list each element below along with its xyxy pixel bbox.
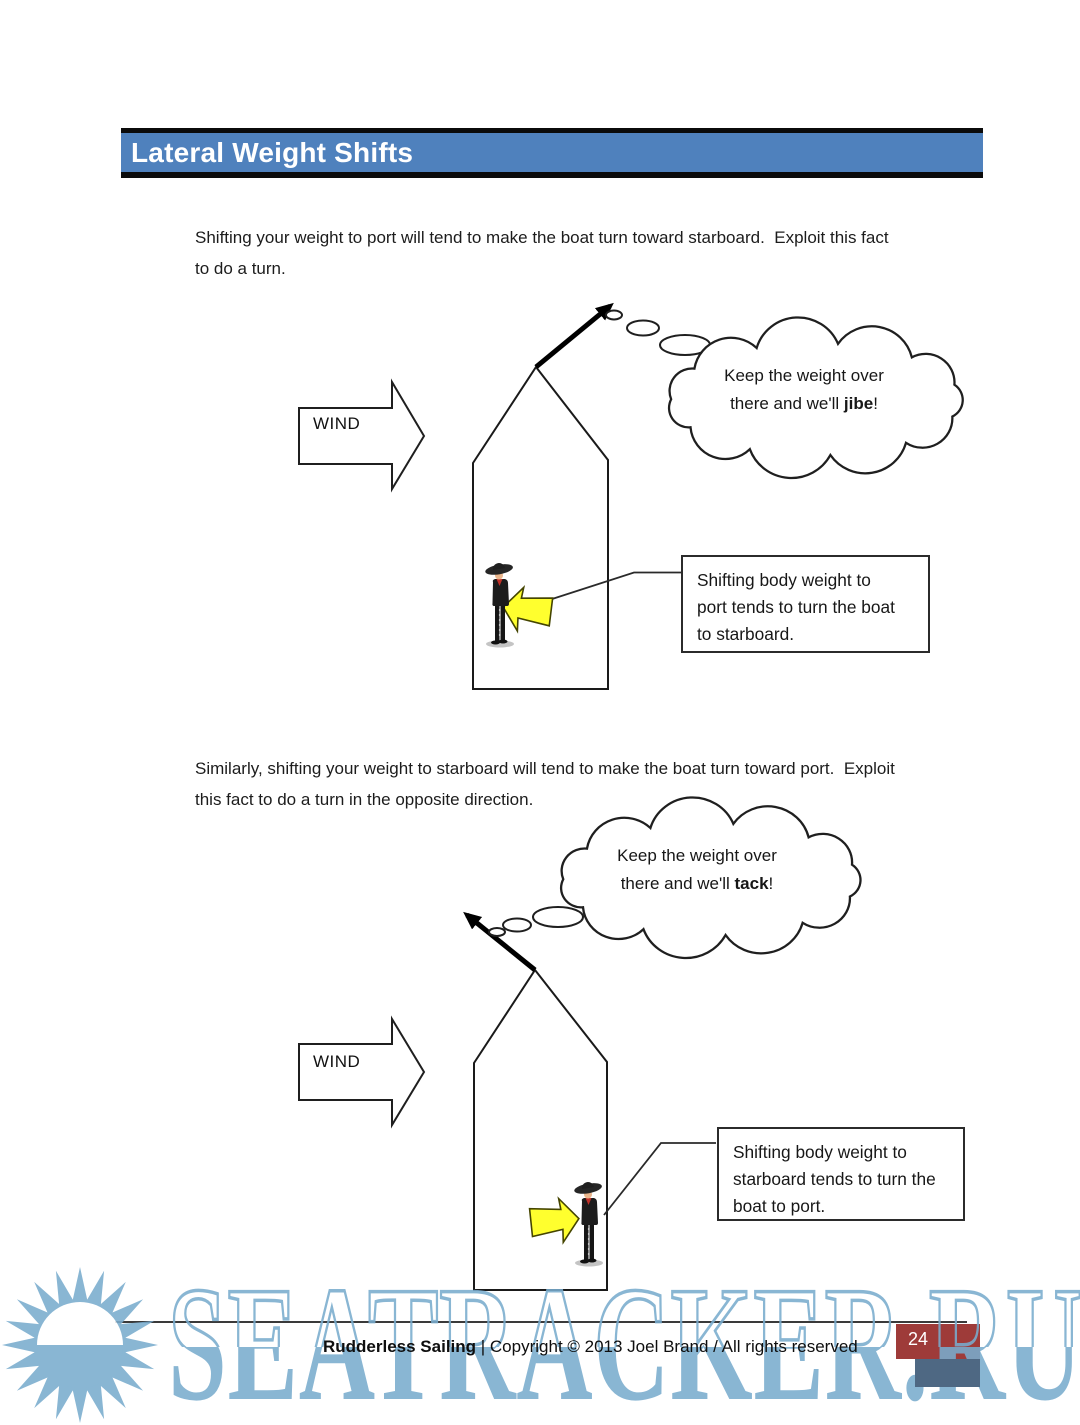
weight-shift-arrow-left [502, 585, 554, 634]
callout-2-line-1: Shifting body weight to [733, 1142, 907, 1162]
boat-hull-2 [473, 968, 608, 1291]
weight-shift-arrow-right [528, 1196, 580, 1245]
thought-text-1-line-2: there and we'll jibe! [730, 393, 878, 413]
callout-connector-2 [603, 1142, 716, 1216]
boat-hull-1 [472, 365, 609, 690]
mast-arrow-2 [463, 911, 537, 972]
callout-box-1: Shifting body weight to port tends to tu… [681, 555, 930, 653]
callout-1-line-2: port tends to turn the boat [697, 597, 895, 617]
callout-2-line-2: starboard tends to turn the [733, 1169, 936, 1189]
footer-copyright: | Copyright © 2013 Joel Brand / All righ… [476, 1337, 858, 1356]
paragraph-1-line-2: to do a turn. [195, 259, 286, 278]
wind-label-2: WIND [313, 1052, 361, 1071]
footer-accent-box [915, 1359, 980, 1387]
paragraph-2-line-1: Similarly, shifting your weight to starb… [195, 759, 895, 778]
thought-text-1-line-1: Keep the weight over [724, 366, 884, 385]
thought-text-1: Keep the weight over there and we'll jib… [679, 362, 929, 417]
footer-text: Rudderless Sailing | Copyright © 2013 Jo… [323, 1337, 858, 1357]
thought-bubble-dot-2a [488, 927, 506, 937]
section-header-bar: Lateral Weight Shifts [121, 128, 983, 178]
paragraph-2: Similarly, shifting your weight to starb… [195, 753, 985, 815]
wind-arrow-shape-2 [298, 1015, 426, 1129]
diagram-1 [298, 302, 964, 690]
callout-box-2: Shifting body weight to starboard tends … [717, 1127, 965, 1221]
paragraph-1-line-1: Shifting your weight to port will tend t… [195, 228, 889, 247]
diagram-2 [298, 796, 862, 1291]
thought-cloud-2 [559, 796, 862, 960]
footer-rule [115, 1321, 967, 1323]
thought-text-2: Keep the weight over there and we'll tac… [572, 842, 822, 897]
callout-2-line-3: boat to port. [733, 1196, 826, 1216]
thought-bubble-dot-2b [502, 917, 532, 933]
wind-label-1: WIND [313, 414, 361, 433]
paragraph-2-line-2: this fact to do a turn in the opposite d… [195, 790, 534, 809]
wind-arrow-shape-1 [298, 378, 426, 493]
thought-bubble-dot-1a [605, 309, 623, 321]
thought-text-2-line-1: Keep the weight over [617, 846, 777, 865]
callout-1-line-3: to starboard. [697, 624, 795, 644]
page-number-box [896, 1324, 980, 1359]
thought-bubble-dot-2c [532, 906, 584, 928]
thought-cloud-1 [667, 316, 964, 480]
paragraph-1: Shifting your weight to port will tend t… [195, 222, 985, 284]
thought-text-2-line-2: there and we'll tack! [620, 873, 774, 893]
footer-book-title: Rudderless Sailing [323, 1337, 477, 1356]
page-number: 24 [908, 1329, 929, 1349]
callout-connector-1 [548, 571, 681, 601]
callout-1-line-1: Shifting body weight to [697, 570, 871, 590]
thought-bubble-dot-1b [626, 319, 660, 337]
section-title: Lateral Weight Shifts [131, 136, 414, 168]
mast-arrow-1 [534, 302, 614, 369]
